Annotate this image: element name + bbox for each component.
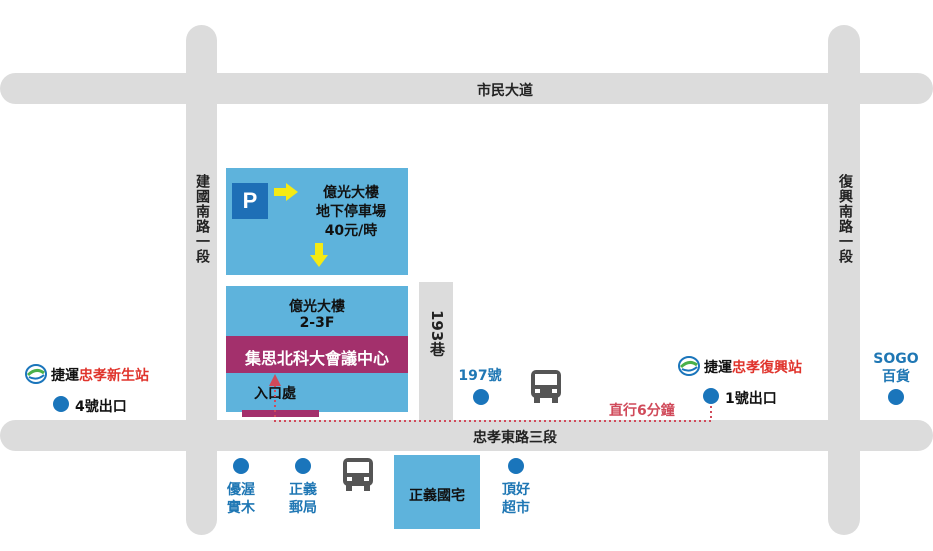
parking-line2: 地下停車場: [316, 204, 386, 220]
road-label-jianguo: 建國南路一段: [194, 174, 210, 264]
road-label-zhongxiao: 忠孝東路三段: [473, 430, 557, 446]
mrt-left-label: 捷運忠孝新生站: [51, 365, 149, 385]
landmark-market-line1: 頂好: [502, 482, 530, 498]
location-dot-icon: [888, 389, 904, 405]
walking-route: [269, 374, 712, 422]
landmark-zhengyi: 正義國宅: [409, 488, 465, 504]
mrt-left-prefix: 捷運: [51, 368, 79, 384]
location-dot-icon: [508, 458, 524, 474]
road-label-193: 193巷: [428, 310, 446, 357]
arrow-down-icon: [310, 243, 328, 267]
parking-line3: 40元/時: [324, 223, 378, 239]
bus-icon: [343, 458, 373, 491]
mrt-right-prefix: 捷運: [704, 360, 732, 376]
mrt-left-exit: 4號出口: [75, 399, 127, 415]
walk-note: 直行6分鐘: [609, 403, 675, 419]
landmark-youwo-line1: 優渥: [227, 482, 255, 498]
venue-entrance: 入口處: [254, 386, 296, 402]
landmark-sogo-line2: 百貨: [882, 369, 910, 385]
road-shimin: [0, 73, 933, 104]
location-dot-icon: [295, 458, 311, 474]
location-dot-icon: [53, 396, 69, 412]
landmark-market-line2: 超市: [502, 500, 530, 516]
road-lane-193: [419, 282, 453, 420]
mrt-right-label: 捷運忠孝復興站: [704, 357, 802, 377]
mrt-right-exit: 1號出口: [725, 391, 777, 407]
venue-line1: 億光大樓: [289, 299, 345, 315]
road-label-fuxing: 復興南路一段: [837, 174, 853, 264]
bus-icon: [531, 370, 561, 403]
road-jianguo: [186, 25, 217, 535]
venue-name: 集思北科大會議中心: [244, 349, 389, 368]
venue-line2: 2-3F: [299, 315, 335, 331]
mrt-logo-icon: [678, 356, 700, 376]
parking-line1: 億光大樓: [323, 185, 379, 201]
landmark-197: 197號: [458, 368, 502, 384]
entrance-marker: [242, 410, 319, 417]
parking-icon: P: [232, 183, 268, 219]
location-dot-icon: [703, 388, 719, 404]
landmark-sogo-line1: SOGO: [873, 351, 919, 367]
mrt-left-station: 忠孝新生站: [79, 368, 149, 384]
zhengyi-building: [394, 455, 480, 529]
venue-name-band: [226, 336, 408, 373]
location-dot-icon: [233, 458, 249, 474]
road-label-shimin: 市民大道: [477, 83, 533, 99]
landmark-post-line2: 郵局: [289, 500, 317, 516]
landmark-youwo-line2: 實木: [227, 500, 255, 516]
landmark-post-line1: 正義: [289, 482, 317, 498]
mrt-right-station: 忠孝復興站: [732, 360, 802, 376]
mrt-logo-icon: [25, 364, 47, 384]
location-dot-icon: [473, 389, 489, 405]
road-zhongxiao: [0, 420, 933, 451]
arrow-right-icon: [274, 183, 298, 201]
road-fuxing: [828, 25, 860, 535]
